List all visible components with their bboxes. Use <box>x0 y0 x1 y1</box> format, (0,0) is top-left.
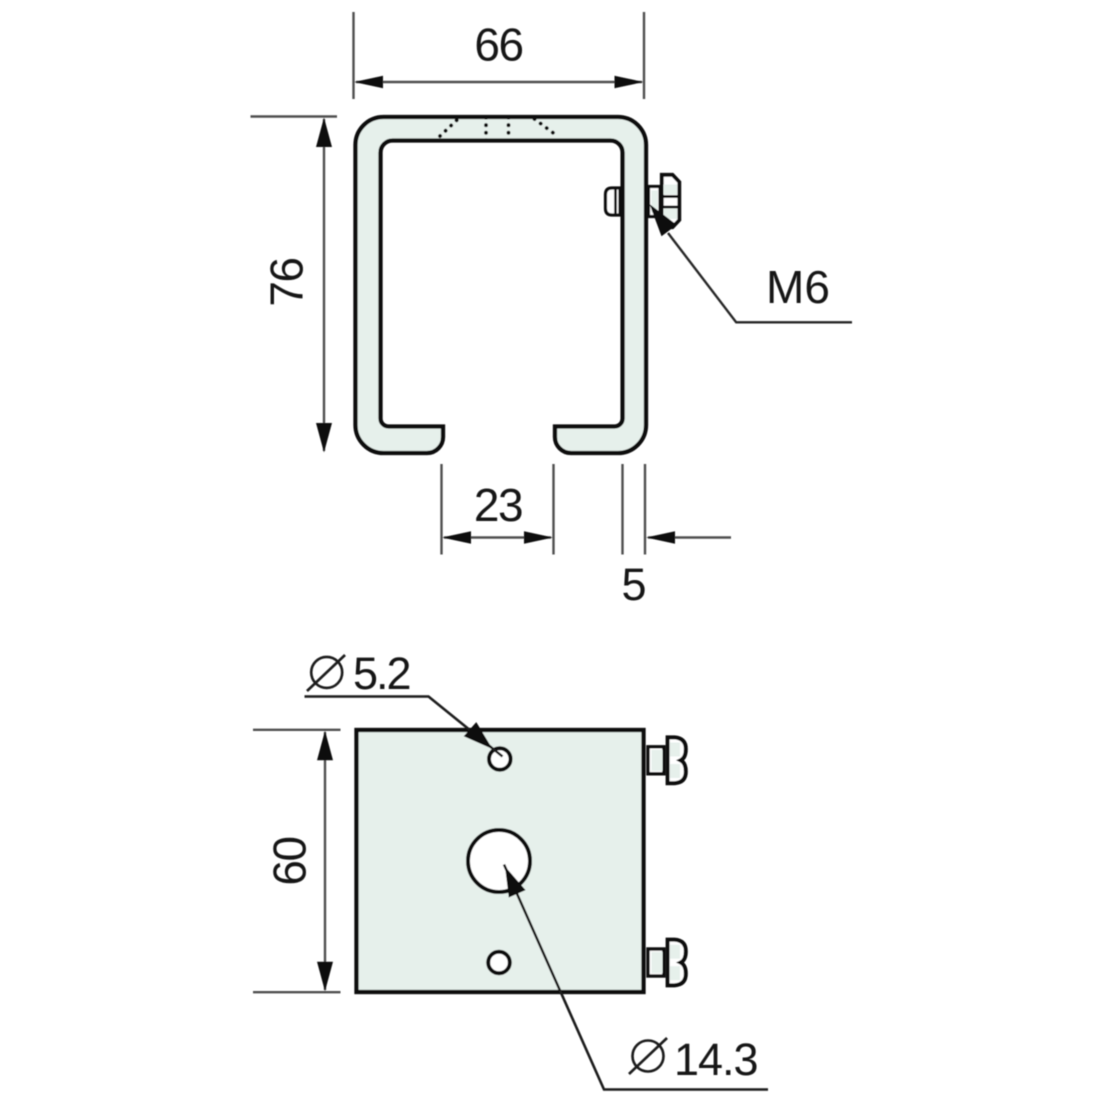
svg-text:23: 23 <box>474 479 522 531</box>
svg-text:5.2: 5.2 <box>353 648 410 699</box>
svg-text:76: 76 <box>261 258 313 306</box>
svg-text:M6: M6 <box>766 261 830 313</box>
svg-text:14.3: 14.3 <box>674 1034 758 1085</box>
svg-text:5: 5 <box>621 559 646 610</box>
svg-text:60: 60 <box>264 837 316 885</box>
svg-text:66: 66 <box>474 19 522 71</box>
